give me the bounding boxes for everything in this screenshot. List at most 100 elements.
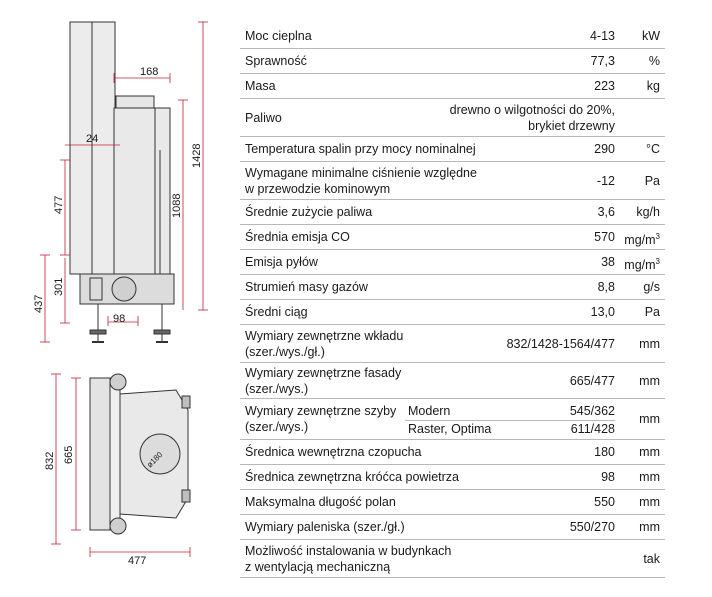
dim-665: 665 [63, 446, 75, 464]
spec-unit-text: mg/m [624, 258, 656, 273]
spec-unit: mm [639, 494, 660, 510]
spec-value: 3,6 [597, 205, 615, 219]
spec-unit-text: % [648, 54, 660, 68]
spec-row: Temperatura spalin przy mocy nominalnej 2… [240, 137, 665, 162]
dim-1088: 1088 [171, 194, 183, 218]
spec-value: 98 [601, 470, 615, 484]
spec-unit-text: mm [639, 373, 660, 388]
spec-label: Możliwość instalowania w budynkach [245, 543, 452, 558]
spec-value: 290 [594, 142, 615, 156]
spec-row: Emisja pyłów 38 mg/m3 [240, 250, 665, 275]
spec-value: 180 [594, 445, 615, 459]
spec-unit-text: mm [639, 520, 660, 534]
spec-unit-text: mm [639, 495, 660, 509]
spec-unit: g/s [643, 279, 660, 295]
spec-row: Wymiary zewnętrzne wkładu(szer./wys./gł.… [240, 325, 665, 363]
spec-unit: mg/m3 [624, 229, 660, 248]
spec-label: Wymiary zewnętrzne wkładu [245, 328, 404, 343]
spec-label: Wymagane minimalne ciśnienie względne [245, 165, 477, 180]
spec-value: 38 [601, 255, 615, 269]
spec-value: 611/428 [570, 422, 615, 436]
spec-value: 570 [594, 230, 615, 244]
spec-label: Wymiary paleniska (szer./gł.) [245, 520, 405, 534]
dim-24: 24 [86, 133, 98, 145]
spec-value: 13,0 [590, 305, 615, 319]
dim-168: 168 [140, 66, 158, 78]
spec-unit: Pa [645, 173, 660, 189]
spec-unit-text: °C [645, 142, 660, 156]
spec-unit-superscript: 3 [655, 232, 660, 241]
spec-unit-text: mm [639, 470, 660, 484]
spec-sublabel: Modern [408, 404, 451, 418]
spec-label-line2: (szer./wys.) [245, 382, 309, 396]
spec-label: Emisja pyłów [245, 255, 318, 269]
spec-label: Średni ciąg [245, 305, 308, 319]
spec-row: Wymiary paleniska (szer./gł.) 550/270 mm [240, 515, 665, 540]
spec-label: Sprawność [245, 54, 307, 68]
spec-unit-text: mm [639, 412, 660, 426]
spec-unit-text: mg/m [624, 233, 656, 248]
spec-unit-text: mm [639, 336, 660, 351]
spec-label: Temperatura spalin przy mocy nominalnej [245, 142, 476, 156]
spec-unit: kg [647, 78, 660, 94]
dim-437: 437 [33, 295, 45, 313]
spec-value: 550 [594, 495, 615, 509]
spec-label: Moc cieplna [245, 29, 312, 43]
spec-row: Średnica wewnętrzna czopucha 180 mm [240, 440, 665, 465]
spec-unit-text: kg/h [636, 205, 660, 219]
spec-row: Wymiary zewnętrzne fasady (szer./wys.) 665… [240, 363, 665, 399]
technical-drawings: 168 24 1428 1088 477 301 437 98 832 665 … [33, 21, 208, 567]
spec-value: 545/362 [569, 404, 615, 418]
spec-row: Masa 223 kg [240, 74, 665, 99]
spec-value: 223 [594, 79, 615, 93]
spec-row: Średnie zużycie paliwa 3,6 kg/h [240, 200, 665, 225]
spec-unit: mm [639, 373, 660, 389]
spec-unit-text: Pa [644, 173, 660, 188]
spec-unit: % [649, 53, 660, 69]
sub-row-divider [405, 420, 615, 421]
spec-unit: °C [646, 141, 660, 157]
spec-value: 550/270 [569, 520, 615, 534]
spec-unit: mm [639, 444, 660, 460]
spec-label: Średnica wewnętrzna czopucha [245, 445, 422, 459]
spec-label-line2: z wentylacją mechaniczną [245, 559, 391, 574]
dim-98: 98 [113, 313, 125, 325]
spec-row: Maksymalna długość polan 550 mm [240, 490, 665, 515]
spec-unit: Pa [645, 304, 660, 320]
dim-301: 301 [53, 278, 65, 296]
spec-label: Średnie zużycie paliwa [245, 205, 373, 219]
dim-477-plan: 477 [128, 555, 146, 567]
spec-unit: mm [639, 519, 660, 535]
dimension-lines-plan [51, 373, 191, 557]
spec-sublabel: Raster, Optima [408, 422, 492, 436]
spec-label: Średnica zewnętrzna króćca powietrza [245, 470, 459, 484]
spec-unit: mm [639, 411, 660, 427]
spec-value: 77,3 [590, 54, 615, 68]
spec-unit: kW [642, 28, 660, 44]
spec-value: 665/477 [569, 373, 615, 388]
spec-label-line2: (szer./wys.) [245, 420, 309, 434]
dimension-lines [40, 21, 208, 343]
spec-label-line2: (szer./wys./gł.) [245, 344, 325, 359]
spec-value: -12 [596, 173, 615, 188]
spec-unit-text: kg [646, 79, 660, 93]
spec-unit: mg/m3 [624, 254, 660, 273]
spec-unit: mm [639, 469, 660, 485]
dim-477-side: 477 [53, 196, 65, 214]
spec-row: Średni ciąg 13,0 Pa [240, 300, 665, 325]
dimension-labels-side: 168 24 1428 1088 477 301 437 98 [33, 66, 203, 325]
spec-label: Maksymalna długość polan [245, 495, 396, 509]
spec-label: Wymiary zewnętrzne fasady [245, 366, 402, 380]
spec-unit-text: mm [639, 445, 660, 459]
dim-832: 832 [44, 452, 56, 470]
spec-unit-superscript: 3 [655, 257, 660, 266]
spec-label-line2: w przewodzie kominowym [245, 181, 391, 196]
spec-value: 8,8 [597, 280, 615, 294]
spec-unit-text: tak [643, 551, 660, 566]
spec-label: Masa [245, 79, 276, 93]
spec-unit: mm [639, 336, 660, 352]
